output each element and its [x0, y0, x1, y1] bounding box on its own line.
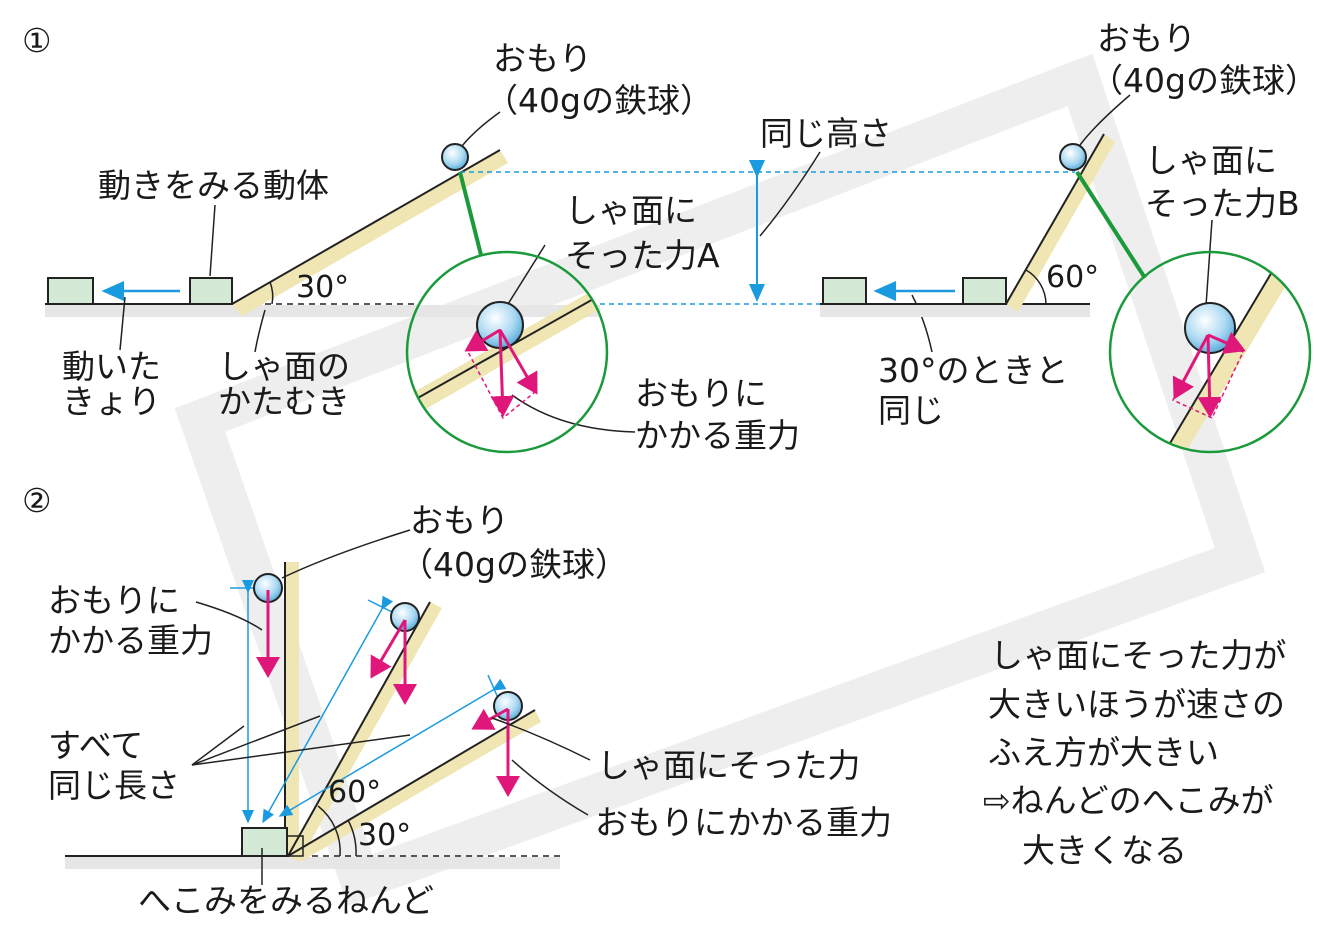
angle-30-label: 30°: [358, 818, 411, 853]
angle-60-label: 60°: [328, 775, 381, 810]
conclusion-line-2: 大きいほうが速さの: [988, 685, 1285, 724]
conclusion-line-5: 大きくなる: [1022, 831, 1187, 870]
weight-right-desc: （40gの鉄球）: [1090, 61, 1318, 100]
force-b-label-1: しゃ面に: [1145, 141, 1277, 180]
moving-body: [189, 277, 233, 305]
weight-label: おもり: [410, 501, 509, 540]
clay-label: へこみをみるねんど: [138, 881, 434, 920]
same-height-label: 同じ高さ: [760, 114, 892, 153]
force-a-label-1: しゃ面に: [565, 191, 697, 230]
gravity-label-1: おもりに: [48, 581, 180, 620]
clay: [241, 827, 288, 857]
section2-label: ②: [22, 481, 52, 520]
gravity-force-label: おもりにかかる重力: [595, 803, 892, 842]
section1-label: ①: [22, 21, 52, 60]
distance-label-2: きょり: [62, 382, 161, 421]
same-length-label-2: 同じ長さ: [48, 766, 180, 805]
same-label-1: 30°のときと: [878, 351, 1069, 390]
conclusion-line-1: しゃ面にそった力が: [990, 636, 1286, 675]
weight-right-label: おもり: [1097, 19, 1196, 58]
force-a-label-2: そった力A: [565, 236, 720, 275]
floor-band: [45, 305, 600, 317]
angle-30-label: 30°: [296, 270, 349, 305]
incline-60: [1006, 134, 1115, 312]
magnified-view-30: [408, 275, 606, 420]
angle-arc: [269, 281, 274, 305]
incline-label-1: しゃ面の: [218, 347, 350, 386]
along-force-label: しゃ面にそった力: [597, 746, 860, 785]
moving-body-after: [47, 277, 94, 305]
weight-desc: （40gの鉄球）: [485, 81, 713, 120]
gravity-label-2: かかる重力: [635, 416, 800, 455]
incline-30: [232, 150, 508, 316]
same-label-2: 同じ: [878, 391, 944, 430]
conclusion-line-4: ⇨ねんどのへこみが: [983, 781, 1274, 820]
moving-body-label: 動きをみる動体: [98, 166, 329, 205]
same-length-label-1: すべて: [48, 726, 143, 765]
conclusion-line-3: ふえ方が大きい: [988, 733, 1219, 772]
angle-60-label: 60°: [1046, 260, 1099, 295]
magnified-view-60: [1159, 253, 1300, 451]
incline-label-2: かたむき: [218, 382, 350, 421]
iron-ball: [441, 143, 469, 171]
gravity-label-1: おもりに: [635, 374, 767, 413]
distance-label-1: 動いた: [62, 347, 161, 386]
weight-desc: （40gの鉄球）: [400, 545, 628, 584]
weight-label: おもり: [493, 39, 592, 78]
force-b-label-2: そった力B: [1145, 184, 1300, 223]
gravity-label-2: かかる重力: [48, 621, 213, 660]
